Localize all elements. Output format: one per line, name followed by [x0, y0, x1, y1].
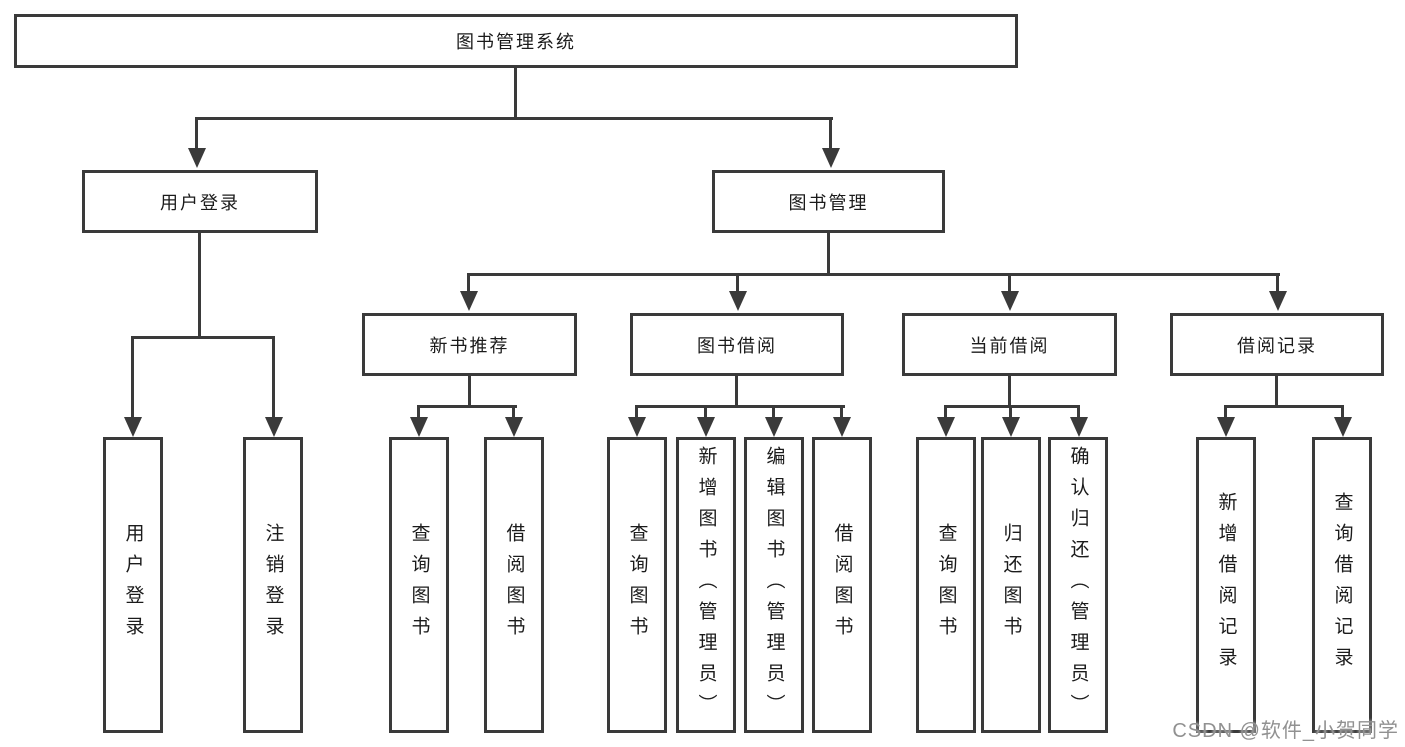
connector-borrowing-drop-4	[840, 405, 843, 419]
csdn-watermark: CSDN @软件_小贺同学	[1172, 720, 1399, 742]
leaf-add-borrow-record-label: 新增借阅记录	[1215, 492, 1237, 678]
arrow-down-icon	[1217, 417, 1235, 437]
node-user-login-branch: 用户登录	[82, 170, 318, 233]
connector-current-drop-1	[944, 405, 947, 419]
node-book-management-branch-label: 图书管理	[788, 192, 869, 213]
arrow-down-icon	[1334, 417, 1352, 437]
connector-root-stem	[514, 68, 517, 119]
connector-bookmgmt-drop-1	[467, 273, 470, 295]
connector-bookmgmt-drop-3	[1008, 273, 1011, 295]
arrow-down-icon	[1002, 417, 1020, 437]
arrow-down-icon	[460, 291, 478, 311]
connector-borrowing-drop-3	[772, 405, 775, 419]
leaf-logout: 注销登录	[243, 437, 303, 733]
leaf-recommend-query-books-label: 查询图书	[408, 523, 430, 647]
node-book-management-branch: 图书管理	[712, 170, 945, 233]
leaf-borrowing-borrow-books: 借阅图书	[812, 437, 872, 733]
connector-current-drop-3	[1077, 405, 1080, 419]
arrow-down-icon	[937, 417, 955, 437]
leaf-return-books: 归还图书	[981, 437, 1041, 733]
node-new-book-recommend-label: 新书推荐	[429, 335, 510, 356]
connector-bookmgmt-stem	[827, 233, 830, 276]
connector-root-crossbar	[195, 117, 833, 120]
connector-userlogin-drop-left	[131, 336, 134, 419]
leaf-recommend-borrow-books: 借阅图书	[484, 437, 544, 733]
connector-records-drop-2	[1341, 405, 1344, 419]
arrow-down-icon	[1269, 291, 1287, 311]
leaf-borrowing-query-books: 查询图书	[607, 437, 667, 733]
arrow-down-icon	[833, 417, 851, 437]
connector-borrowing-stem	[735, 376, 738, 408]
connector-bookmgmt-drop-4	[1276, 273, 1279, 295]
connector-recommend-stem	[468, 376, 471, 408]
connector-userlogin-stem	[198, 233, 201, 339]
connector-records-crossbar	[1224, 405, 1344, 408]
connector-recommend-crossbar	[417, 405, 517, 408]
leaf-query-borrow-record-label: 查询借阅记录	[1331, 492, 1353, 678]
leaf-add-borrow-record: 新增借阅记录	[1196, 437, 1256, 733]
node-new-book-recommend: 新书推荐	[362, 313, 577, 376]
leaf-recommend-query-books: 查询图书	[389, 437, 449, 733]
connector-bookmgmt-drop-2	[736, 273, 739, 295]
leaf-return-books-label: 归还图书	[1000, 523, 1022, 647]
connector-records-stem	[1275, 376, 1278, 408]
leaf-add-book-admin-label: 新增图书（管理员）	[695, 445, 717, 725]
leaf-confirm-return-admin-label: 确认归还（管理员）	[1067, 445, 1089, 725]
arrow-down-icon	[628, 417, 646, 437]
arrow-down-icon	[124, 417, 142, 437]
arrow-down-icon	[765, 417, 783, 437]
arrow-down-icon	[188, 148, 206, 168]
node-root: 图书管理系统	[14, 14, 1018, 68]
connector-current-crossbar	[944, 405, 1080, 408]
leaf-logout-label: 注销登录	[262, 523, 284, 647]
arrow-down-icon	[265, 417, 283, 437]
connector-root-drop-right	[829, 117, 832, 151]
leaf-confirm-return-admin: 确认归还（管理员）	[1048, 437, 1108, 733]
connector-bookmgmt-crossbar	[467, 273, 1280, 276]
leaf-current-query-books: 查询图书	[916, 437, 976, 733]
leaf-user-login: 用户登录	[103, 437, 163, 733]
connector-records-drop-1	[1224, 405, 1227, 419]
arrow-down-icon	[1070, 417, 1088, 437]
connector-borrowing-crossbar	[635, 405, 845, 408]
connector-userlogin-crossbar	[131, 336, 275, 339]
connector-recommend-drop-1	[417, 405, 420, 419]
node-current-borrowing: 当前借阅	[902, 313, 1117, 376]
node-book-borrowing: 图书借阅	[630, 313, 844, 376]
arrow-down-icon	[505, 417, 523, 437]
arrow-down-icon	[822, 148, 840, 168]
connector-root-drop-left	[195, 117, 198, 151]
node-book-borrowing-label: 图书借阅	[697, 335, 777, 356]
leaf-current-query-books-label: 查询图书	[935, 523, 957, 647]
arrow-down-icon	[1001, 291, 1019, 311]
leaf-recommend-borrow-books-label: 借阅图书	[503, 523, 525, 647]
leaf-user-login-label: 用户登录	[122, 523, 144, 647]
node-current-borrowing-label: 当前借阅	[969, 335, 1050, 356]
node-borrowing-records: 借阅记录	[1170, 313, 1384, 376]
connector-current-stem	[1008, 376, 1011, 408]
node-user-login-branch-label: 用户登录	[160, 192, 240, 213]
node-root-label: 图书管理系统	[456, 32, 576, 52]
leaf-edit-book-admin-label: 编辑图书（管理员）	[763, 445, 785, 725]
leaf-edit-book-admin: 编辑图书（管理员）	[744, 437, 804, 733]
node-borrowing-records-label: 借阅记录	[1237, 335, 1317, 356]
connector-borrowing-drop-1	[635, 405, 638, 419]
arrow-down-icon	[697, 417, 715, 437]
leaf-query-borrow-record: 查询借阅记录	[1312, 437, 1372, 733]
leaf-add-book-admin: 新增图书（管理员）	[676, 437, 736, 733]
leaf-borrowing-query-books-label: 查询图书	[626, 523, 648, 647]
connector-borrowing-drop-2	[704, 405, 707, 419]
connector-userlogin-drop-right	[272, 336, 275, 419]
leaf-borrowing-borrow-books-label: 借阅图书	[831, 523, 853, 647]
arrow-down-icon	[410, 417, 428, 437]
arrow-down-icon	[729, 291, 747, 311]
connector-current-drop-2	[1009, 405, 1012, 419]
connector-recommend-drop-2	[512, 405, 515, 419]
